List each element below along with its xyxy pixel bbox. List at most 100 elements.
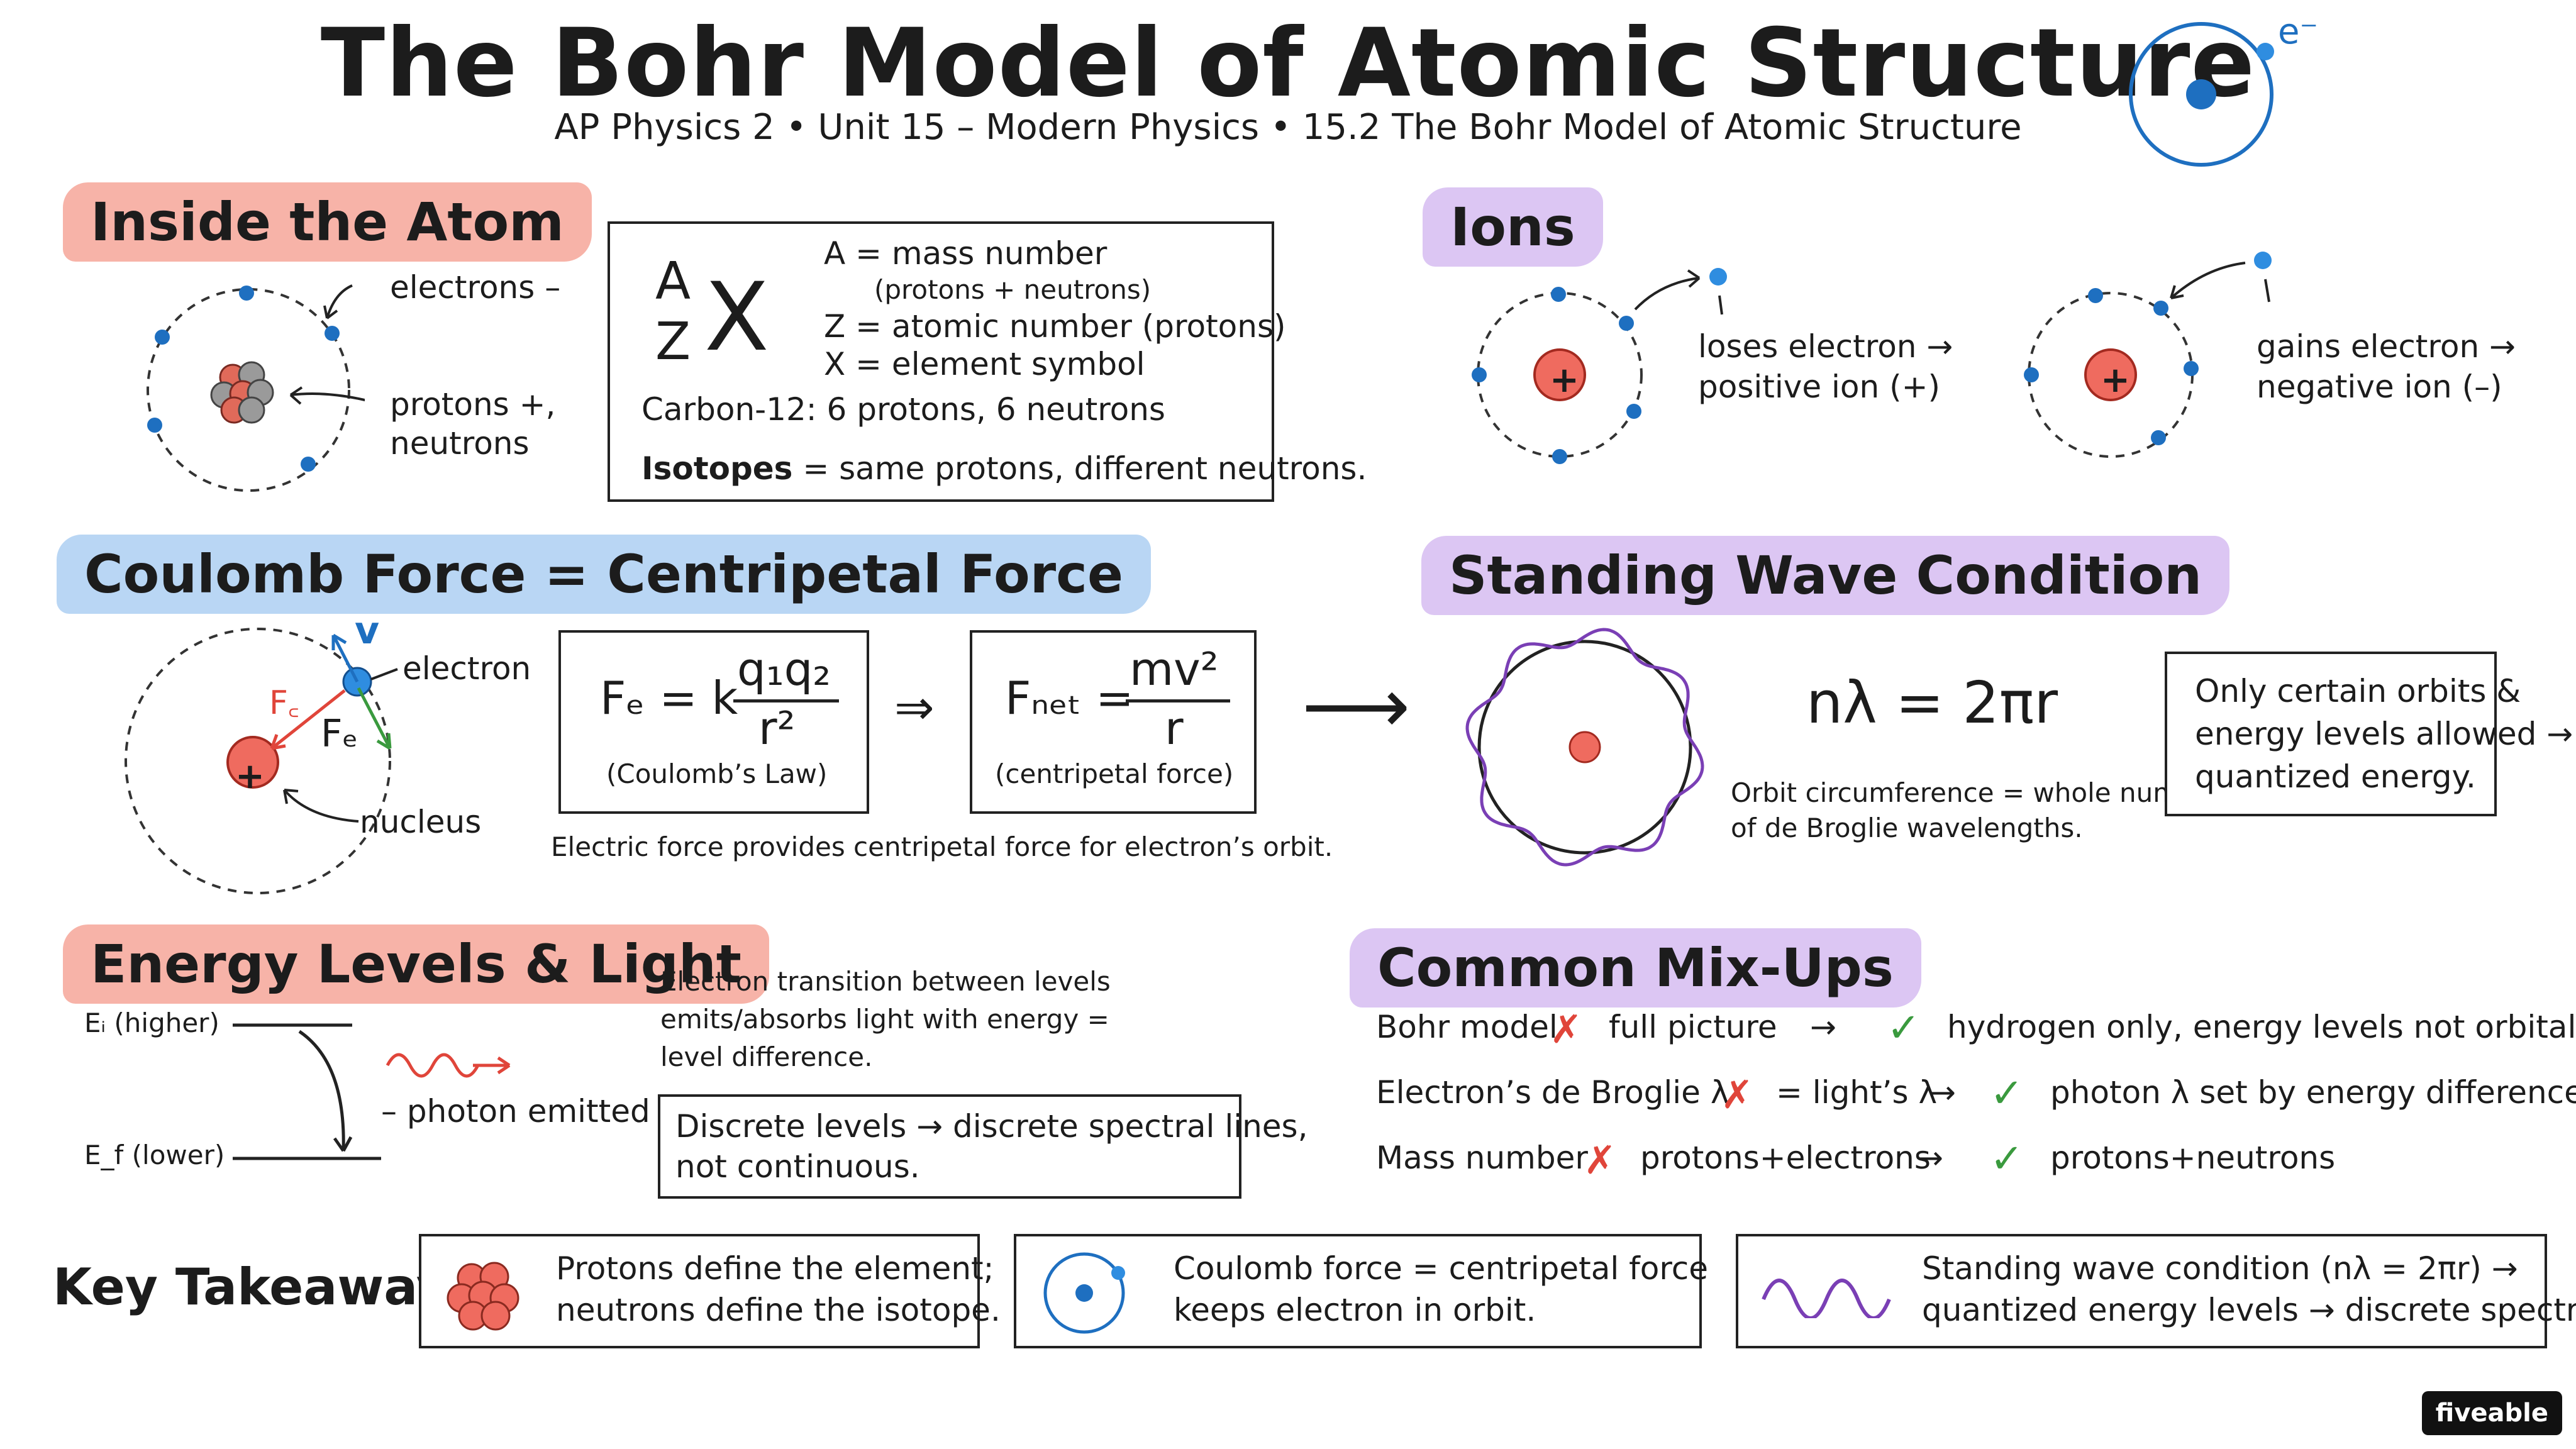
negative-ion-label: negative ion (–) (2257, 369, 2502, 405)
orbit-force-diagram (125, 628, 398, 894)
nucleus-icon (447, 1262, 519, 1331)
mixups-heading: Common Mix-Ups (1350, 928, 1921, 1008)
discrete-line-2: not continuous. (675, 1148, 920, 1185)
mixup-wrong: full picture (1609, 1009, 1777, 1045)
takeaway-card-2: Coulomb force = centripetal force keeps … (1014, 1234, 1708, 1348)
quantized-line-3: quantized energy. (2195, 758, 2476, 795)
check-icon: ✓ (1990, 1136, 2024, 1182)
def-mass-number: A = mass number (824, 235, 1108, 272)
standing-wave-diagram (1465, 628, 1704, 867)
carbon-example: Carbon-12: 6 protons, 6 neutrons (641, 391, 1165, 428)
coulomb-law-fraction-bar (733, 699, 839, 702)
coulomb-caption: Electric force provides centripetal forc… (551, 831, 1333, 862)
atom-diagram (147, 284, 365, 492)
mixup-wrong: protons+electrons (1640, 1140, 1931, 1176)
neutrons-label: neutrons (390, 425, 530, 462)
electric-force-label: Fₑ (321, 712, 358, 756)
transition-desc-1: Electron transition between levels (660, 966, 1111, 997)
energy-level-diagram (233, 1023, 511, 1160)
corner-electron-label: e⁻ (2278, 11, 2319, 52)
cross-icon: ✗ (1721, 1072, 1753, 1118)
def-mass-number-detail: (protons + neutrons) (874, 274, 1152, 305)
check-icon: ✓ (1887, 1005, 1921, 1052)
standing-wave-note-2: of de Broglie wavelengths. (1731, 813, 2083, 843)
isotopes-text: = same protons, different neutrons. (792, 450, 1367, 487)
centripetal-force-label: F꜀ (269, 684, 299, 722)
nucleus-cluster (210, 361, 274, 424)
coulomb-heading: Coulomb Force = Centripetal Force (57, 535, 1151, 614)
nuclear-notation-box: A Z X A = mass number (protons + neutron… (608, 221, 1367, 502)
centripetal-force-caption: (centripetal force) (995, 758, 1234, 789)
takeaway-card-3: Standing wave condition (nλ = 2πr) → qua… (1736, 1234, 2576, 1348)
discrete-line-1: Discrete levels → discrete spectral line… (675, 1108, 1308, 1145)
mixup-right: protons+neutrons (2050, 1140, 2336, 1176)
mixup-topic: Mass number (1376, 1140, 1588, 1176)
mixup-right: photon λ set by energy difference (2050, 1074, 2576, 1111)
initial-energy-label: Eᵢ (higher) (84, 1008, 219, 1038)
photon-emitted-label: – photon emitted (381, 1093, 650, 1130)
net-force-fraction-bar (1126, 699, 1230, 702)
gains-electron-label: gains electron → (2257, 328, 2516, 365)
velocity-label: v (355, 609, 380, 653)
standing-wave-heading: Standing Wave Condition (1421, 536, 2230, 615)
net-force-lhs: Fₙₑₜ = (1005, 672, 1134, 724)
takeaway-1-line-1: Protons define the element; (556, 1250, 994, 1287)
page-title: The Bohr Model of Atomic Structure (320, 9, 2256, 118)
energy-levels-heading: Energy Levels & Light (63, 924, 769, 1004)
coulomb-law-caption: (Coulomb’s Law) (606, 758, 828, 789)
standing-wave-note-1: Orbit circumference = whole number (1731, 777, 2223, 808)
loses-electron-label: loses electron → (1698, 328, 1953, 365)
positive-ion-diagram (1472, 268, 1727, 464)
transition-desc-3: level difference. (660, 1041, 873, 1072)
positive-ion-plus: + (1550, 360, 1579, 401)
notation-symbol: X (704, 263, 769, 372)
net-force-denominator: r (1165, 702, 1184, 755)
coulomb-to-standing-arrow: ⟶ (1302, 663, 1411, 750)
negative-ion-diagram (2024, 252, 2272, 458)
wave-icon (1762, 1279, 1891, 1318)
brand-logo: fiveable (2421, 1391, 2562, 1435)
mixup-arrow: → (1929, 1074, 1956, 1111)
quantized-energy-box: Only certain orbits & energy levels allo… (2165, 652, 2573, 816)
coulomb-law-box: Fₑ = k q₁q₂ r² (Coulomb’s Law) (558, 630, 869, 814)
takeaway-3-line-2: quantized energy levels → discrete spect… (1922, 1292, 2576, 1328)
implies-arrow: ⇒ (894, 679, 935, 735)
protons-label: protons +, (390, 386, 556, 423)
coulomb-law-denominator: r² (758, 702, 796, 755)
takeaway-3-line-1: Standing wave condition (nλ = 2πr) → (1922, 1250, 2518, 1287)
mixup-wrong: = light’s λ (1776, 1074, 1938, 1111)
quantized-line-2: energy levels allowed → (2195, 716, 2573, 752)
check-icon: ✓ (1990, 1070, 2024, 1117)
mixup-right: hydrogen only, energy levels not orbital… (1947, 1009, 2576, 1045)
mixup-arrow: → (1917, 1140, 1943, 1176)
cross-icon: ✗ (1550, 1006, 1582, 1052)
standing-wave-equation: nλ = 2πr (1806, 669, 2058, 736)
ions-heading: Ions (1423, 187, 1603, 267)
centripetal-force-box: Fₙₑₜ = mv² r (centripetal force) (970, 630, 1257, 814)
cross-icon: ✗ (1584, 1137, 1616, 1183)
net-force-numerator: mv² (1130, 643, 1219, 696)
negative-ion-plus: + (2101, 360, 2130, 401)
mixup-topic: Bohr model (1376, 1009, 1558, 1045)
def-element-symbol: X = element symbol (824, 346, 1145, 382)
positive-ion-label: positive ion (+) (1698, 369, 1940, 405)
final-energy-label: E_f (lower) (84, 1140, 225, 1170)
transition-desc-2: emits/absorbs light with energy = (660, 1004, 1109, 1035)
takeaway-1-line-2: neutrons define the isotope. (556, 1292, 1001, 1328)
atom-corner-icon (2129, 22, 2274, 167)
quantized-line-1: Only certain orbits & (2195, 673, 2521, 709)
coulomb-law-lhs: Fₑ = k (600, 672, 738, 724)
mixup-arrow: → (1810, 1009, 1836, 1045)
def-atomic-number: Z = atomic number (protons) (824, 308, 1286, 345)
isotopes-term: Isotopes (641, 450, 793, 487)
isotopes-definition: Isotopes = same protons, different neutr… (641, 450, 1367, 487)
mixup-topic: Electron’s de Broglie λ (1376, 1074, 1729, 1111)
discrete-spectra-box: Discrete levels → discrete spectral line… (658, 1094, 1308, 1199)
notation-mass-number: A (655, 252, 691, 311)
page-subtitle: AP Physics 2 • Unit 15 – Modern Physics … (554, 107, 2022, 148)
coulomb-law-numerator: q₁q₂ (737, 643, 831, 696)
takeaway-2-line-1: Coulomb force = centripetal force (1174, 1250, 1709, 1287)
orbit-icon (1043, 1252, 1125, 1334)
takeaway-2-line-2: keeps electron in orbit. (1174, 1292, 1536, 1328)
electrons-label: electrons – (390, 269, 561, 306)
